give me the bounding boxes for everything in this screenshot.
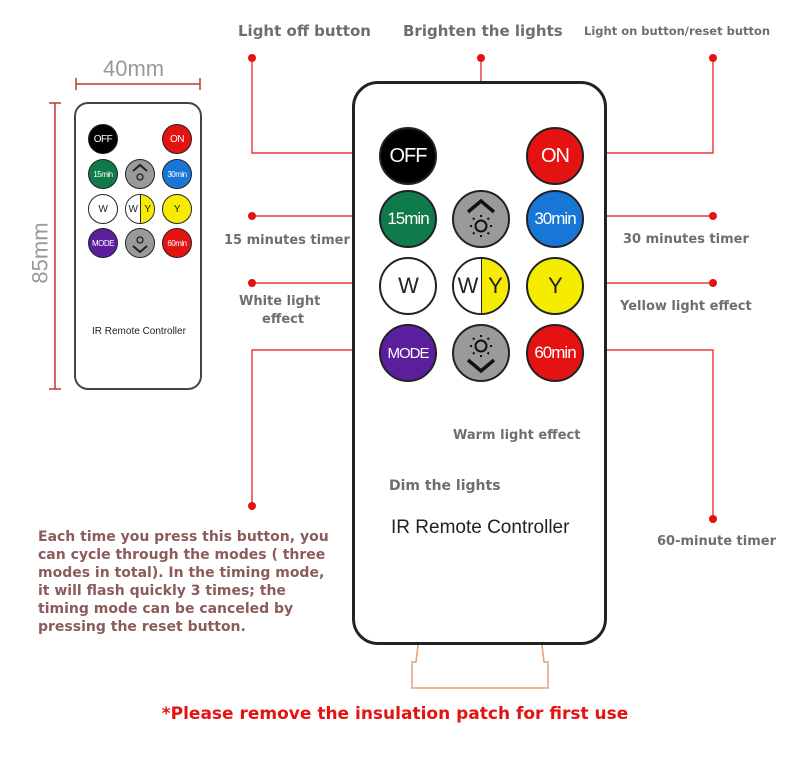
small-15min-button[interactable]: 15min [88, 159, 118, 189]
small-on-button[interactable]: ON [162, 124, 192, 154]
15min-button[interactable]: 15min [379, 190, 437, 248]
mode-button[interactable]: MODE [379, 324, 437, 382]
small-30min-button[interactable]: 30min [162, 159, 192, 189]
brighten-button[interactable] [452, 190, 510, 248]
dim-button[interactable] [452, 324, 510, 382]
30min-button[interactable]: 30min [526, 190, 584, 248]
insulation-warning: *Please remove the insulation patch for … [161, 704, 629, 724]
off-button[interactable]: OFF [379, 127, 437, 185]
callout-mode [251, 349, 380, 506]
battery-tab [411, 644, 549, 689]
small-off-button[interactable]: OFF [88, 124, 118, 154]
callout-light-off [251, 58, 380, 154]
label-warm: Warm light effect [453, 428, 581, 443]
white-button[interactable]: W [379, 257, 437, 315]
small-dim-button[interactable] [125, 228, 155, 258]
label-30min: 30 minutes timer [623, 232, 749, 247]
small-remote: OFF ON 15min 30min W W Y Y MODE 60min IR… [74, 102, 202, 390]
60min-button[interactable]: 60min [526, 324, 584, 382]
small-mode-button[interactable]: MODE [88, 228, 118, 258]
label-dim: Dim the lights [389, 478, 501, 494]
label-light-on-reset: Light on button/reset button [584, 24, 771, 38]
brighten-icon [132, 163, 148, 181]
label-15min: 15 minutes timer [224, 233, 350, 248]
small-wy-y: Y [140, 195, 154, 223]
width-label: 40mm [103, 56, 165, 81]
label-white-line2: effect [262, 312, 305, 327]
small-wy-w: W [126, 195, 140, 223]
height-label: 85mm [27, 222, 53, 284]
large-remote-caption: IR Remote Controller [391, 517, 570, 538]
callout-light-on [582, 58, 714, 154]
brighten-icon [466, 198, 496, 237]
small-w-button[interactable]: W [88, 194, 118, 224]
mode-description: Each time you press this button, you can… [38, 529, 329, 635]
small-wy-button[interactable]: W Y [125, 194, 155, 224]
dim-icon [466, 335, 496, 374]
label-yellow: Yellow light effect [620, 299, 752, 314]
warm-button[interactable]: W Y [452, 257, 510, 315]
label-light-off: Light off button [238, 22, 371, 40]
label-white-line1: White light [239, 294, 321, 309]
large-remote: OFF ON 15min 30min W W Y Y MODE [352, 81, 607, 645]
dim-icon [132, 236, 148, 254]
small-remote-caption: IR Remote Controller [92, 326, 186, 337]
yellow-button[interactable]: Y [526, 257, 584, 315]
small-60min-button[interactable]: 60min [162, 228, 192, 258]
small-brighten-button[interactable] [125, 159, 155, 189]
on-button[interactable]: ON [526, 127, 584, 185]
warm-w-half: W [454, 259, 481, 313]
label-60min: 60-minute timer [657, 534, 776, 549]
callout-60min [582, 349, 714, 519]
warm-y-half: Y [481, 259, 508, 313]
label-brighten: Brighten the lights [403, 22, 563, 40]
small-y-button[interactable]: Y [162, 194, 192, 224]
